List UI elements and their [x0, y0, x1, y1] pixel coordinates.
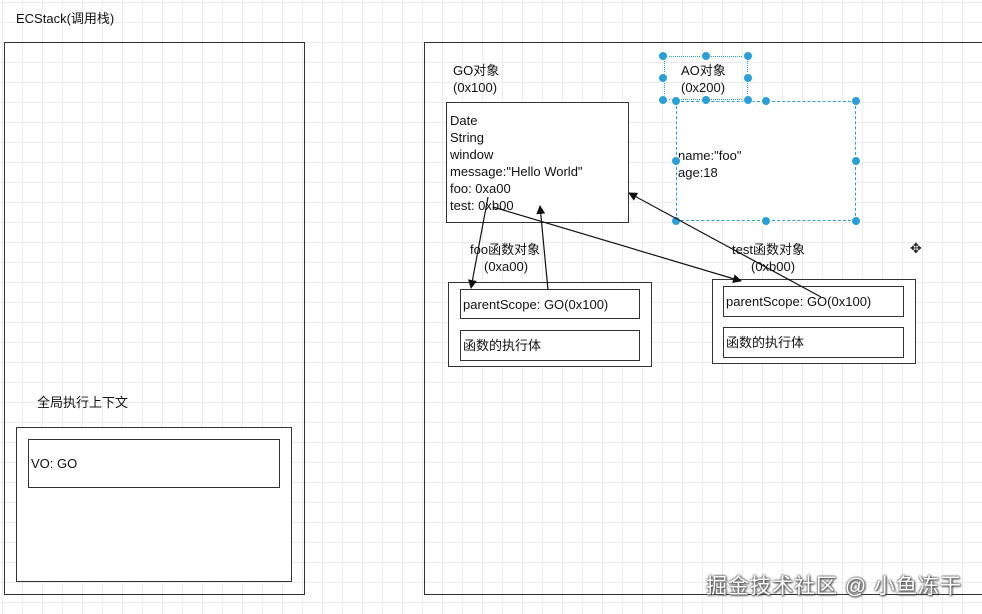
foo-body-label: 函数的执行体 — [463, 338, 542, 353]
vo-box[interactable]: VO: GO — [28, 439, 280, 488]
foo-fn-title-line1: foo函数对象 — [470, 242, 541, 257]
test-body-label: 函数的执行体 — [726, 335, 805, 350]
selection-handle[interactable] — [851, 96, 861, 106]
go-prop: Date — [450, 113, 478, 128]
test-parent-scope-label: parentScope: GO(0x100) — [726, 294, 872, 309]
selection-handle[interactable] — [658, 95, 668, 105]
foo-parent-scope-label: parentScope: GO(0x100) — [463, 297, 609, 312]
go-prop: foo: 0xa00 — [450, 181, 511, 196]
foo-parent-scope-box[interactable]: parentScope: GO(0x100) — [460, 289, 640, 319]
foo-body-box[interactable]: 函数的执行体 — [460, 330, 640, 361]
vo-label: VO: GO — [31, 456, 78, 471]
selection-handle[interactable] — [743, 51, 753, 61]
selection-handle[interactable] — [743, 95, 753, 105]
test-fn-object-box[interactable]: parentScope: GO(0x100) 函数的执行体 — [712, 279, 916, 364]
watermark: 掘金技术社区 @ 小鱼冻干 — [706, 575, 962, 598]
selection-handle[interactable] — [671, 96, 681, 106]
selection-handle[interactable] — [851, 216, 861, 226]
selection-handle[interactable] — [743, 73, 753, 83]
go-object-box[interactable]: Date String window message:"Hello World"… — [446, 102, 629, 223]
ecstack-frame[interactable] — [4, 42, 305, 595]
ao-title-line1: AO对象 — [681, 63, 726, 78]
go-prop: String — [450, 130, 484, 145]
selection-handle[interactable] — [658, 73, 668, 83]
ecstack-title: ECStack(调用栈) — [16, 11, 115, 26]
selection-handle[interactable] — [851, 156, 861, 166]
ao-title-line2: (0x200) — [681, 80, 726, 95]
ao-object-box[interactable]: name:"foo" age:18 — [676, 101, 856, 221]
foo-fn-object-box[interactable]: parentScope: GO(0x100) 函数的执行体 — [448, 282, 652, 367]
ao-prop: name:"foo" — [678, 148, 742, 163]
selection-handle[interactable] — [658, 51, 668, 61]
selection-handle[interactable] — [671, 216, 681, 226]
go-prop: test: 0xb00 — [450, 198, 514, 213]
selection-handle[interactable] — [761, 96, 771, 106]
selection-handle[interactable] — [761, 216, 771, 226]
go-title-line2: (0x100) — [453, 80, 498, 95]
test-fn-title-line1: test函数对象 — [732, 242, 805, 257]
test-fn-title-line2: (0xb00) — [751, 259, 796, 274]
heap-frame[interactable] — [424, 42, 982, 595]
selection-handle[interactable] — [671, 156, 681, 166]
global-context-title: 全局执行上下文 — [37, 395, 129, 410]
selection-handle[interactable] — [701, 95, 711, 105]
foo-fn-title-line2: (0xa00) — [484, 259, 529, 274]
go-prop: message:"Hello World" — [450, 164, 583, 179]
move-cursor-icon: ✥ — [910, 240, 922, 256]
ao-prop: age:18 — [678, 165, 718, 180]
go-prop: window — [450, 147, 494, 162]
test-parent-scope-box[interactable]: parentScope: GO(0x100) — [723, 286, 904, 317]
go-title-line1: GO对象 — [453, 63, 500, 78]
selection-handle[interactable] — [701, 51, 711, 61]
test-body-box[interactable]: 函数的执行体 — [723, 327, 904, 358]
